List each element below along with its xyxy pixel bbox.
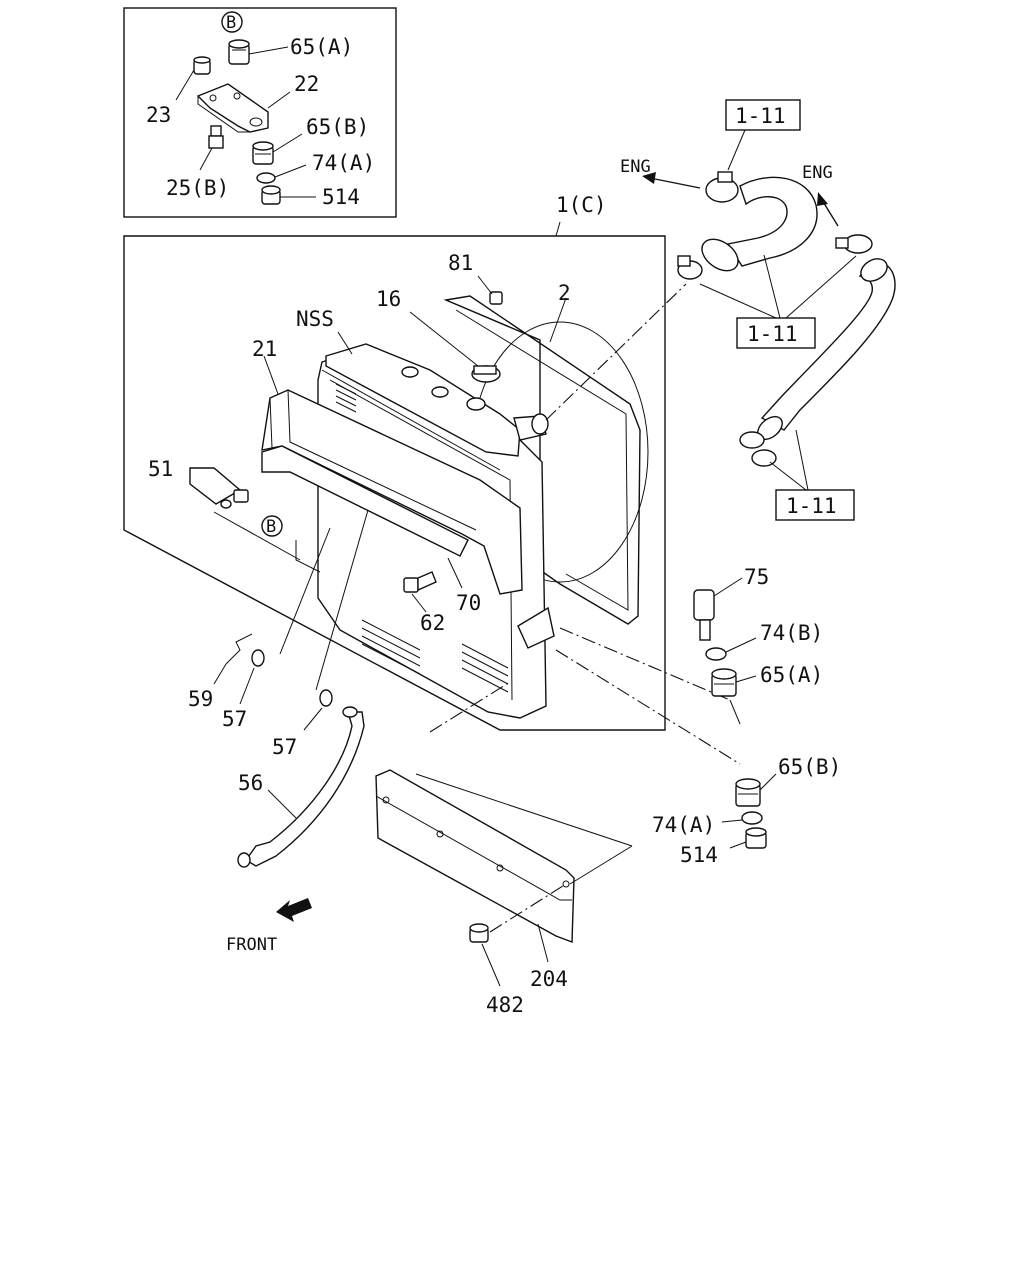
drain-bracket-51 [189, 467, 242, 505]
label-16: 16 [376, 287, 401, 311]
inset-mount-detail: B 65(A) 22 23 25(B) [123, 7, 397, 218]
washer-74b [705, 647, 727, 661]
label-75: 75 [744, 565, 769, 589]
label-81: 81 [448, 251, 473, 275]
eng-right-arrow-icon [817, 192, 828, 206]
core-grille-top [335, 383, 357, 413]
label-51: 51 [148, 457, 173, 481]
drain-hose-group: 59 57 57 56 [188, 633, 365, 868]
side-bracket [517, 606, 555, 649]
label-inset-65b: 65(B) [306, 115, 369, 139]
fan-shroud [443, 295, 641, 625]
label-482: 482 [486, 993, 524, 1017]
label-inset-25b: 25(B) [166, 176, 229, 200]
callout-b-circle [261, 515, 283, 537]
radiator-assembly: 1(C) 2 81 16 [123, 193, 741, 765]
label-eng-left: ENG [620, 157, 651, 177]
nut-482 [469, 923, 489, 943]
inset-nut-514 [261, 185, 281, 205]
label-204: 204 [530, 967, 568, 991]
front-arrow-icon [276, 898, 312, 922]
clamp-screw [717, 171, 733, 183]
label-eng-right: ENG [802, 163, 833, 183]
label-1c: 1(C) [556, 193, 607, 217]
lower-hose [760, 260, 896, 431]
inset-washer-74a [256, 172, 276, 184]
inset-bracket-22 [196, 83, 269, 133]
label-65b: 65(B) [778, 755, 841, 779]
label-57a: 57 [222, 707, 247, 731]
clip-59 [225, 633, 253, 665]
baffle-strip [261, 445, 469, 557]
label-inset-65a: 65(A) [290, 35, 353, 59]
nut-514 [745, 827, 767, 849]
upper-hose [726, 176, 818, 267]
label-inset-514: 514 [322, 185, 360, 209]
plug-51a [220, 499, 232, 509]
hose-clamp-lower-1 [739, 431, 765, 449]
bolt-75 [693, 589, 715, 641]
inset-callout-b: B [226, 13, 236, 33]
label-ref-1-11-mid: 1-11 [747, 322, 798, 346]
upper-hose-group: 1-11 ENG ENG 1-11 [620, 99, 896, 521]
filler-cap-16 [471, 365, 501, 383]
mount-65b [735, 778, 761, 807]
ref-box-1-11-top [725, 99, 801, 131]
hose-clamp-right [835, 234, 873, 254]
label-b: B [266, 517, 276, 537]
inset-mount-65b [252, 141, 274, 165]
inset-mount-65a [228, 39, 250, 65]
label-74b: 74(B) [760, 621, 823, 645]
inset-nut-23 [193, 56, 211, 75]
label-inset-22: 22 [294, 72, 319, 96]
under-cover-204 [375, 769, 575, 943]
right-mount-group: 75 74(B) 65(A) 65(B) 74(A) 514 [652, 565, 841, 867]
ref-box-1-11-bot [775, 489, 855, 521]
label-74a: 74(A) [652, 813, 715, 837]
mount-65a [711, 668, 737, 697]
bolt-62 [403, 571, 437, 593]
nut-81 [489, 291, 503, 305]
label-59: 59 [188, 687, 213, 711]
label-inset-74a: 74(A) [312, 151, 375, 175]
label-ref-1-11-top: 1-11 [735, 104, 786, 128]
label-65a: 65(A) [760, 663, 823, 687]
inset-callout-b-circle [221, 11, 243, 33]
label-57b: 57 [272, 735, 297, 759]
label-514: 514 [680, 843, 718, 867]
washer-74a [741, 811, 763, 825]
front-indicator: FRONT [226, 898, 312, 955]
label-front: FRONT [226, 935, 277, 955]
lower-hose-top-end [860, 258, 888, 282]
plug-51b [233, 489, 249, 503]
upper-hose-end [701, 238, 739, 272]
drain-pipe-56 [244, 711, 365, 867]
radiator-outlet-pipe [513, 413, 549, 441]
eng-left-arrow-icon [642, 172, 656, 184]
label-inset-23: 23 [146, 103, 171, 127]
inset-bolt-25b [208, 125, 224, 149]
label-2: 2 [558, 281, 571, 305]
washer-57a [251, 649, 265, 667]
under-cover-group: 204 482 [375, 769, 633, 1017]
ref-box-1-11-mid [736, 317, 816, 349]
label-56: 56 [238, 771, 263, 795]
core-grille-bottom [361, 619, 509, 693]
label-nss: NSS [296, 307, 334, 331]
label-ref-1-11-bot: 1-11 [786, 494, 837, 518]
hose-clamp-left [677, 255, 703, 280]
label-62: 62 [420, 611, 445, 635]
label-70: 70 [456, 591, 481, 615]
label-21: 21 [252, 337, 277, 361]
assembly-frame [123, 235, 666, 731]
washer-57b [319, 689, 333, 707]
